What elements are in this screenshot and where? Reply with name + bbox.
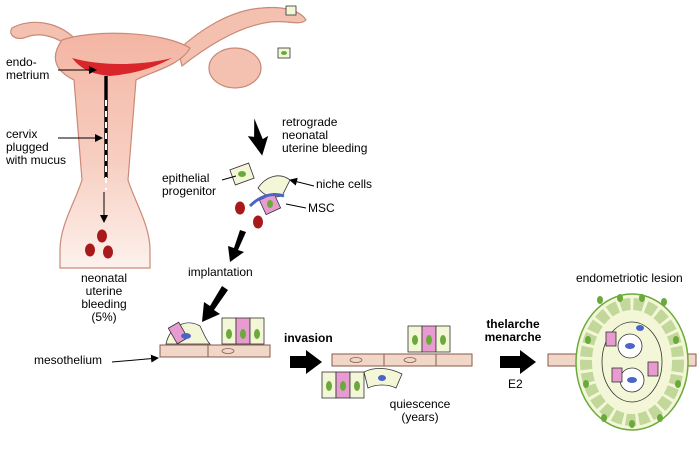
- endometrium-label: endo- metrium: [6, 55, 50, 82]
- thelarche-menarche-label: thelarche menarche: [484, 317, 542, 344]
- blood-cell: [85, 243, 95, 257]
- mesothelium-label: mesothelium: [34, 353, 103, 367]
- blood-cell: [253, 215, 263, 229]
- ovary: [208, 47, 262, 89]
- blood-cell: [235, 201, 245, 215]
- blood-cell: [97, 229, 107, 243]
- epithelial-pointer: [221, 175, 237, 181]
- black-arrow-icon-5: [500, 350, 536, 374]
- blood-cell: [103, 245, 113, 259]
- niche-cells-label: niche cells: [316, 177, 373, 191]
- uterus: [10, 5, 307, 269]
- mesothelium-pointer: [111, 354, 159, 363]
- black-arrow-icon-2: [228, 230, 246, 262]
- neonatal-bleeding-label: neonatal uterine bleeding (5%): [80, 271, 128, 324]
- mesothelium-strip-2: [331, 353, 473, 367]
- left-fallopian-tube: [10, 21, 81, 58]
- black-arrow-icon-3: [202, 286, 228, 322]
- epithelial-progenitor-cell: [229, 162, 255, 186]
- invasion-label: invasion: [284, 331, 333, 345]
- niche-pointer: [289, 177, 315, 187]
- tube-cell: [285, 5, 297, 16]
- implantation-label: implantation: [188, 265, 253, 279]
- cervix-label: cervix plugged with mucus: [6, 127, 67, 167]
- niche-cell-cluster: [248, 175, 291, 216]
- retrograde-label: retrograde neonatal uterine bleeding: [282, 115, 368, 155]
- black-arrow-icon-1: [247, 118, 269, 156]
- black-arrow-icon-4: [290, 350, 322, 374]
- invading-cells: [321, 325, 451, 399]
- endometriotic-lesion-label: endometriotic lesion: [576, 271, 683, 285]
- epithelial-progenitor-label: epithelial progenitor: [162, 171, 217, 198]
- uterus-body: [54, 32, 191, 269]
- endometriotic-lesion: [547, 293, 697, 431]
- mesothelium-strip-1: [159, 344, 271, 358]
- quiescence-label: quiescence (years): [389, 397, 451, 424]
- implanted-cells-1: [165, 317, 265, 345]
- msc-pointer: [285, 203, 307, 209]
- e2-label: E2: [508, 377, 523, 391]
- endometrium-layer: [72, 58, 172, 76]
- msc-label: MSC: [308, 201, 335, 215]
